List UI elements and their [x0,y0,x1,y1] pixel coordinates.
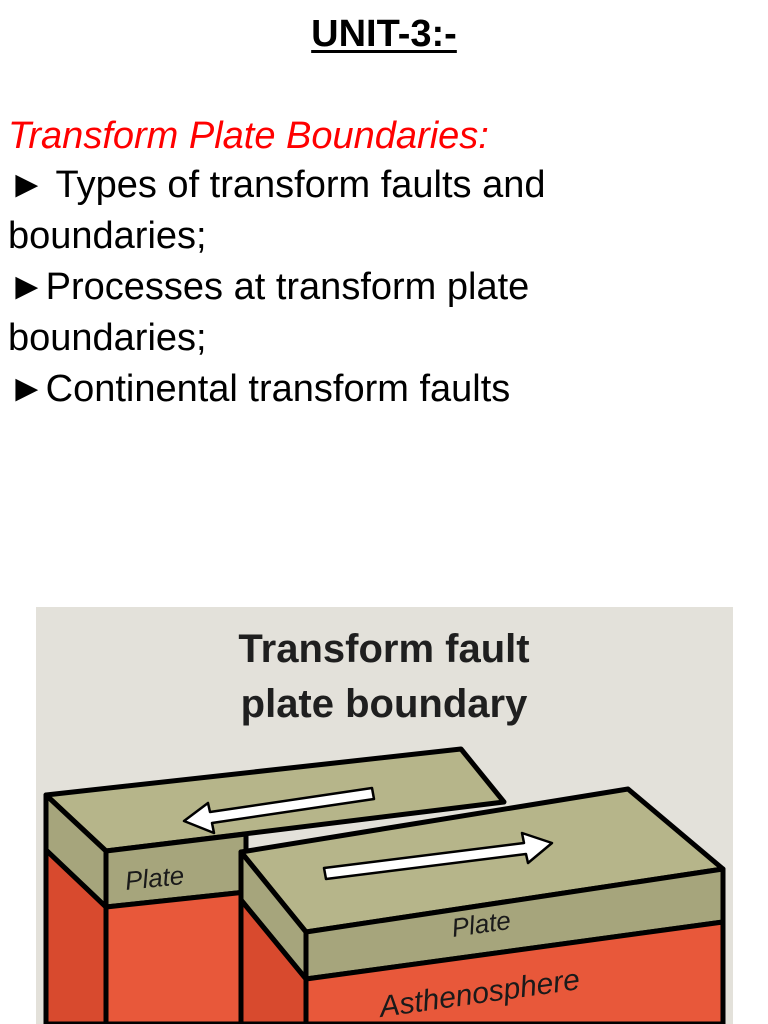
left-arrow-icon [182,786,376,835]
bullet-text: Types of transform faults and boundaries… [8,164,546,257]
bullet-marker: ► [8,164,46,206]
figure-title-line1: Transform fault [238,627,529,671]
figure-title-line2: plate boundary [241,682,528,726]
right-arrow-icon [322,831,554,881]
transform-fault-diagram: Transform fault plate boundary [43,627,726,1024]
bullet-text: Processes at transform plate boundaries; [8,266,530,359]
right-asthenosphere-side [238,897,309,1024]
transform-fault-figure: Transform fault plate boundary [36,607,733,1024]
left-asthenosphere-front [103,889,249,1024]
bullet-item: ►Processes at transform plate boundaries… [8,262,708,364]
bullet-item: ► Types of transform faults and boundari… [8,160,708,262]
bullet-text: Continental transform faults [45,368,511,410]
section-heading: Transform Plate Boundaries: [8,115,489,157]
bullet-marker: ► [8,368,46,410]
right-asthenosphere-front [303,919,726,1024]
left-plate-label: Plate [123,860,185,896]
page-title: UNIT-3:- [311,13,457,55]
bullet-list: ► Types of transform faults and boundari… [8,160,708,415]
bullet-item: ►Continental transform faults [8,364,708,415]
left-block [43,746,507,1024]
left-asthenosphere-side [43,847,109,1024]
bullet-marker: ► [8,266,46,308]
